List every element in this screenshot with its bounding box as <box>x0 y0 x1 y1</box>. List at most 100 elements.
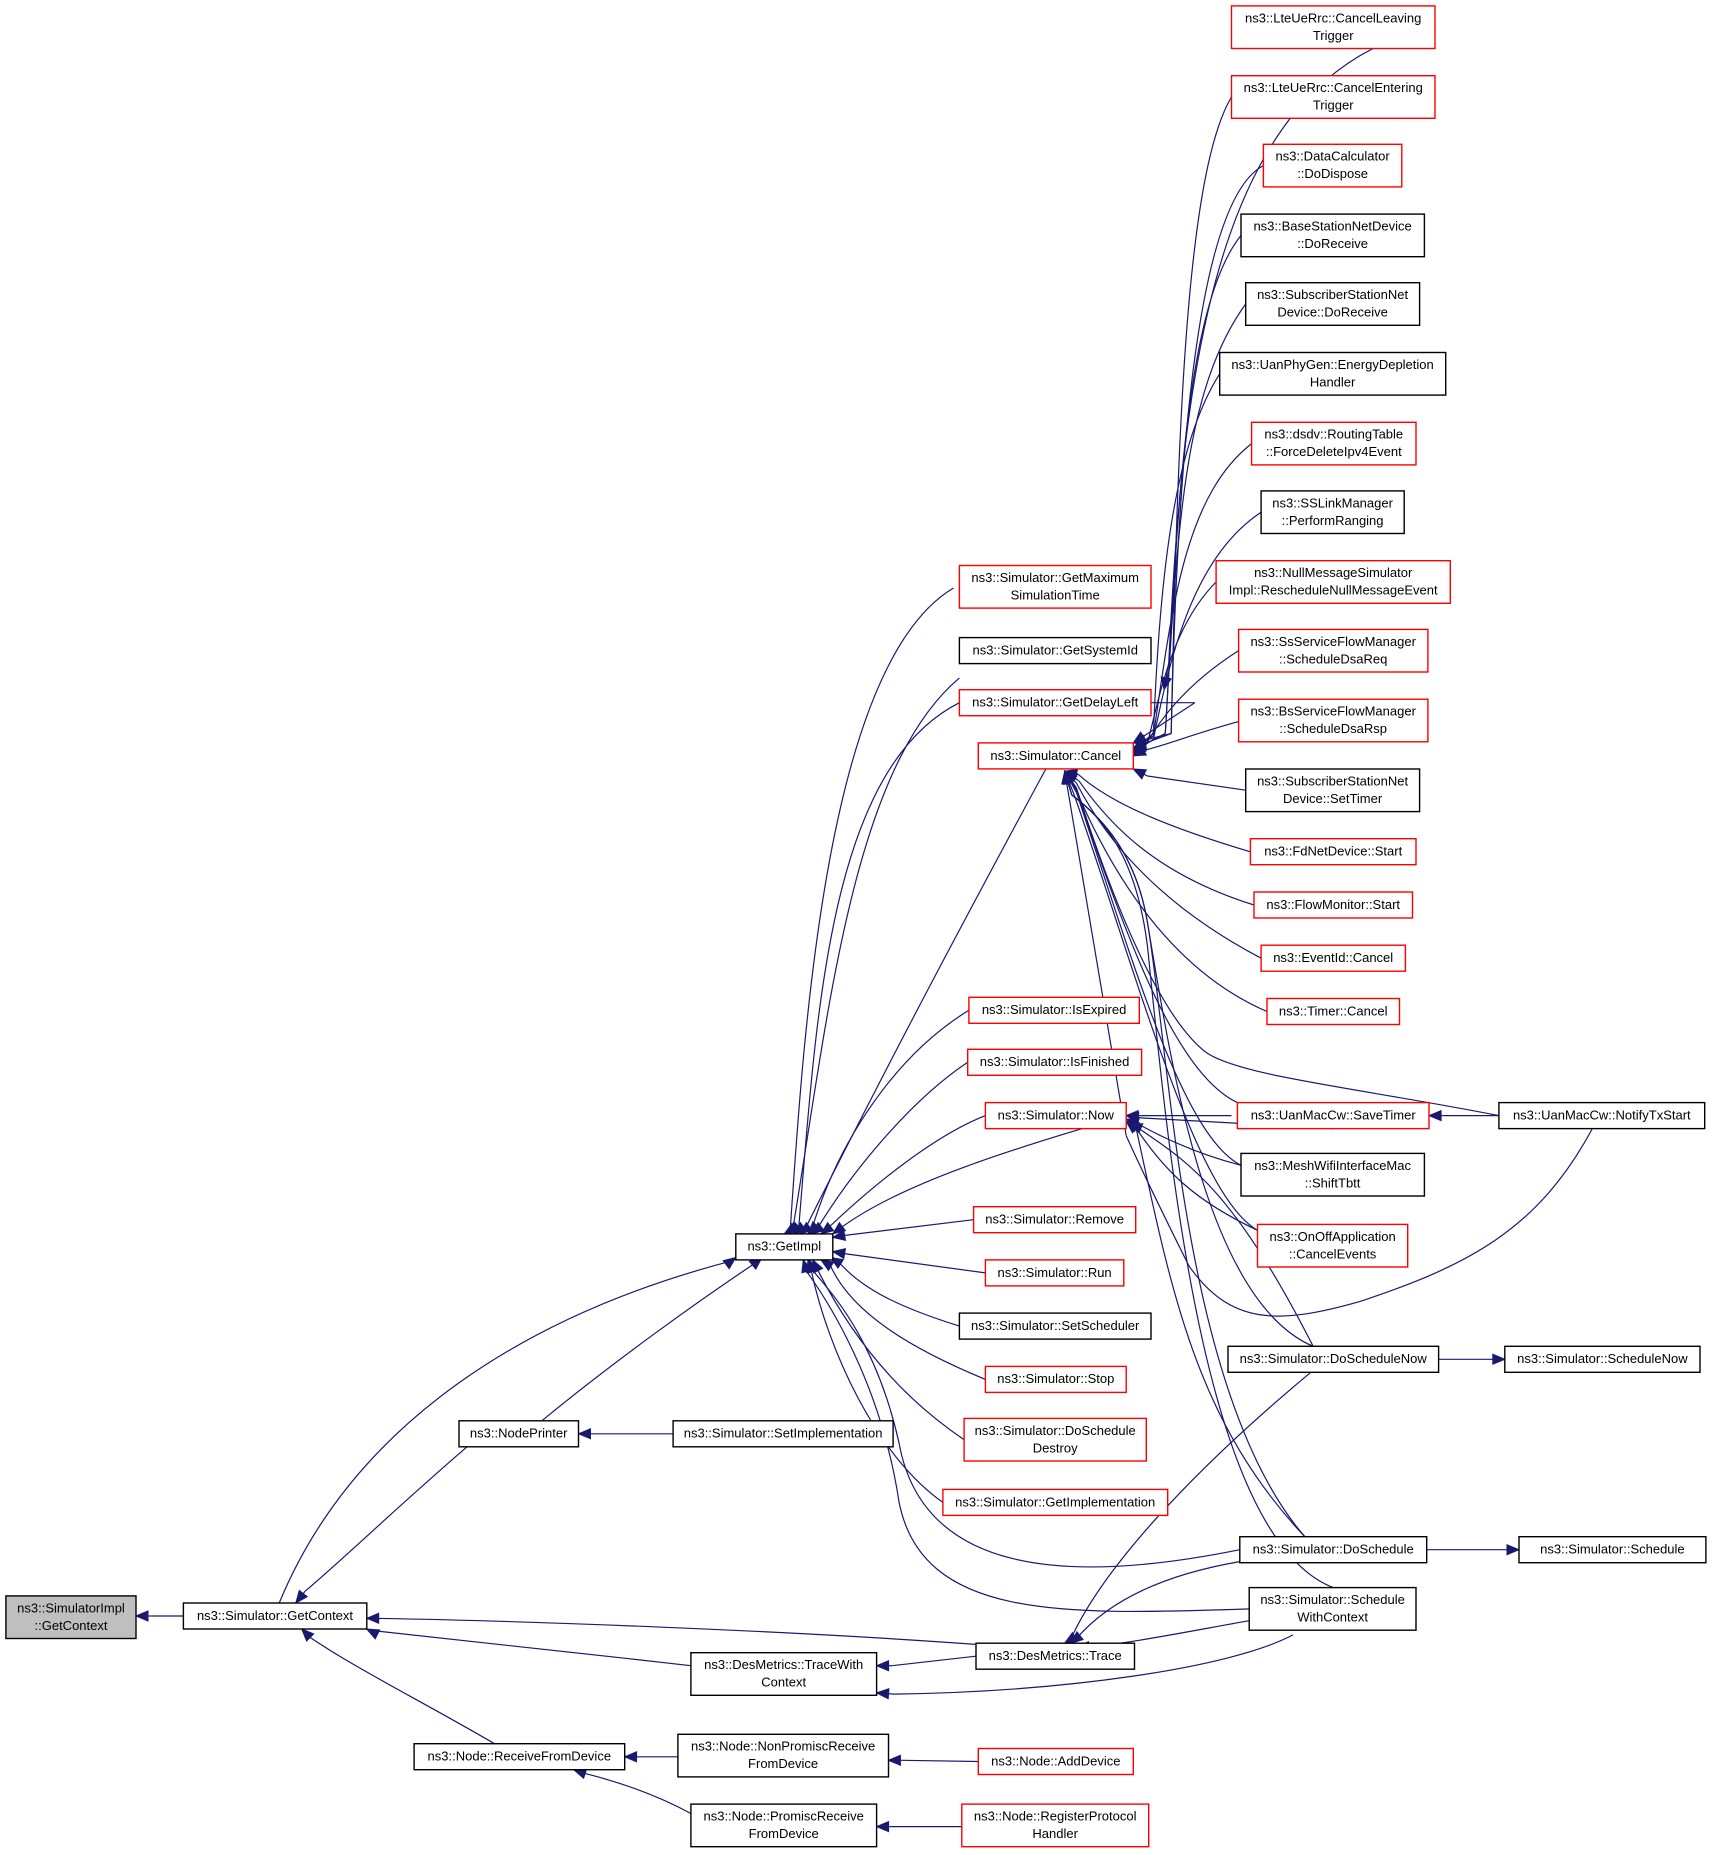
node-box[interactable] <box>975 1642 1136 1670</box>
function-node-setsched[interactable]: ns3::Simulator::SetScheduler <box>958 1312 1152 1340</box>
node-box[interactable] <box>1244 768 1421 813</box>
node-box[interactable] <box>690 1651 878 1696</box>
node-box[interactable] <box>1218 351 1447 396</box>
function-node-setimpl[interactable]: ns3::Simulator::SetImplementation <box>672 1420 894 1448</box>
function-node-remove[interactable]: ns3::Simulator::Remove <box>972 1205 1137 1234</box>
node-box[interactable] <box>1253 891 1414 919</box>
node-box[interactable] <box>984 1101 1127 1130</box>
function-node-getimplementation[interactable]: ns3::Simulator::GetImplementation <box>942 1488 1169 1517</box>
function-node-doschednow[interactable]: ns3::Simulator::DoScheduleNow <box>1227 1345 1440 1374</box>
function-node-dsdv[interactable]: ns3::dsdv::RoutingTable::ForceDeleteIpv4… <box>1250 421 1417 466</box>
function-node-eventid[interactable]: ns3::EventId::Cancel <box>1260 944 1407 972</box>
node-box[interactable] <box>968 996 1141 1024</box>
node-box[interactable] <box>1262 143 1403 188</box>
node-box[interactable] <box>977 742 1134 770</box>
node-box[interactable] <box>1249 838 1417 866</box>
function-node-isfinished[interactable]: ns3::Simulator::IsFinished <box>967 1048 1143 1077</box>
node-box[interactable] <box>672 1420 894 1448</box>
function-node-bsnetdev[interactable]: ns3::BaseStationNetDevice::DoReceive <box>1240 213 1426 258</box>
node-box[interactable] <box>967 1048 1143 1077</box>
function-node-sched[interactable]: ns3::Simulator::Schedule <box>1518 1535 1707 1564</box>
node-box[interactable] <box>677 1733 890 1778</box>
function-node-sslink[interactable]: ns3::SSLinkManager::PerformRanging <box>1260 490 1405 535</box>
function-node-getimpl[interactable]: ns3::GetImpl <box>735 1233 834 1261</box>
node-box[interactable] <box>735 1233 834 1261</box>
function-node-onoff[interactable]: ns3::OnOffApplication::CancelEvents <box>1256 1223 1409 1268</box>
function-node-getcontext[interactable]: ns3::Simulator::GetContext <box>182 1602 368 1630</box>
node-box[interactable] <box>1230 5 1436 50</box>
node-box[interactable] <box>1266 997 1401 1026</box>
node-box[interactable] <box>958 636 1152 665</box>
function-node-run[interactable]: ns3::Simulator::Run <box>984 1259 1125 1287</box>
function-node-flowmon[interactable]: ns3::FlowMonitor::Start <box>1253 891 1414 919</box>
node-box[interactable] <box>5 1595 137 1640</box>
function-node-dosched[interactable]: ns3::Simulator::DoSchedule <box>1239 1535 1428 1564</box>
node-box[interactable] <box>958 564 1152 609</box>
node-box[interactable] <box>1244 282 1421 327</box>
node-box[interactable] <box>1250 421 1417 466</box>
node-box[interactable] <box>958 689 1152 717</box>
function-node-getsysid[interactable]: ns3::Simulator::GetSystemId <box>958 636 1152 665</box>
function-node-stop[interactable]: ns3::Simulator::Stop <box>984 1365 1127 1394</box>
function-node-recvfromdev[interactable]: ns3::Node::ReceiveFromDevice <box>413 1742 626 1771</box>
function-node-getdelayleft[interactable]: ns3::Simulator::GetDelayLeft <box>958 689 1152 717</box>
node-box[interactable] <box>961 1803 1150 1848</box>
node-box[interactable] <box>984 1365 1127 1394</box>
node-box[interactable] <box>413 1742 626 1771</box>
function-node-schednow[interactable]: ns3::Simulator::ScheduleNow <box>1504 1345 1701 1374</box>
node-box[interactable] <box>963 1417 1147 1462</box>
function-node-now[interactable]: ns3::Simulator::Now <box>984 1101 1127 1130</box>
function-node-datacalc[interactable]: ns3::DataCalculator::DoDispose <box>1262 143 1403 188</box>
function-node-cancel[interactable]: ns3::Simulator::Cancel <box>977 742 1134 770</box>
node-box[interactable] <box>1239 1535 1428 1564</box>
node-box[interactable] <box>1230 74 1436 119</box>
node-box[interactable] <box>1240 1152 1426 1197</box>
node-box[interactable] <box>1248 1586 1417 1631</box>
node-box[interactable] <box>1237 698 1429 743</box>
function-node-uannotify[interactable]: ns3::UanMacCw::NotifyTxStart <box>1498 1101 1706 1130</box>
node-box[interactable] <box>1498 1101 1706 1130</box>
node-box[interactable] <box>1215 560 1451 605</box>
function-node-adddevice[interactable]: ns3::Node::AddDevice <box>977 1747 1134 1776</box>
node-box[interactable] <box>1240 213 1426 258</box>
node-box[interactable] <box>958 1312 1152 1340</box>
node-box[interactable] <box>942 1488 1169 1517</box>
function-node-ssflow[interactable]: ns3::SsServiceFlowManager::ScheduleDsaRe… <box>1237 628 1429 673</box>
node-box[interactable] <box>984 1259 1125 1287</box>
function-node-ssnetdev-recv[interactable]: ns3::SubscriberStationNetDevice::DoRecei… <box>1244 282 1421 327</box>
node-box[interactable] <box>972 1205 1137 1234</box>
node-box[interactable] <box>1236 1101 1430 1130</box>
function-node-trace[interactable]: ns3::DesMetrics::Trace <box>975 1642 1136 1670</box>
node-box[interactable] <box>977 1747 1134 1776</box>
node-box[interactable] <box>1237 628 1429 673</box>
function-node-uansave[interactable]: ns3::UanMacCw::SaveTimer <box>1236 1101 1430 1130</box>
node-box[interactable] <box>1256 1223 1409 1268</box>
node-box[interactable] <box>458 1420 580 1448</box>
function-node-nodeprinter[interactable]: ns3::NodePrinter <box>458 1420 580 1448</box>
node-box[interactable] <box>1227 1345 1440 1374</box>
node-box[interactable] <box>1260 490 1405 535</box>
function-node-meshwifi[interactable]: ns3::MeshWifiInterfaceMac::ShiftTbtt <box>1240 1152 1426 1197</box>
node-box[interactable] <box>1260 944 1407 972</box>
function-node-nullmsg[interactable]: ns3::NullMessageSimulatorImpl::Reschedul… <box>1215 560 1451 605</box>
function-node-timer[interactable]: ns3::Timer::Cancel <box>1266 997 1401 1026</box>
node-box[interactable] <box>182 1602 368 1630</box>
function-node-isexpired[interactable]: ns3::Simulator::IsExpired <box>968 996 1141 1024</box>
function-node-fdnet[interactable]: ns3::FdNetDevice::Start <box>1249 838 1417 866</box>
function-node-ssnetdev-timer[interactable]: ns3::SubscriberStationNetDevice::SetTime… <box>1244 768 1421 813</box>
node-box[interactable] <box>1518 1535 1707 1564</box>
function-node-simimpl[interactable]: ns3::SimulatorImpl::GetContext <box>5 1595 137 1640</box>
function-node-bsflow[interactable]: ns3::BsServiceFlowManager::ScheduleDsaRs… <box>1237 698 1429 743</box>
node-box[interactable] <box>690 1803 878 1848</box>
node-box[interactable] <box>1504 1345 1701 1374</box>
